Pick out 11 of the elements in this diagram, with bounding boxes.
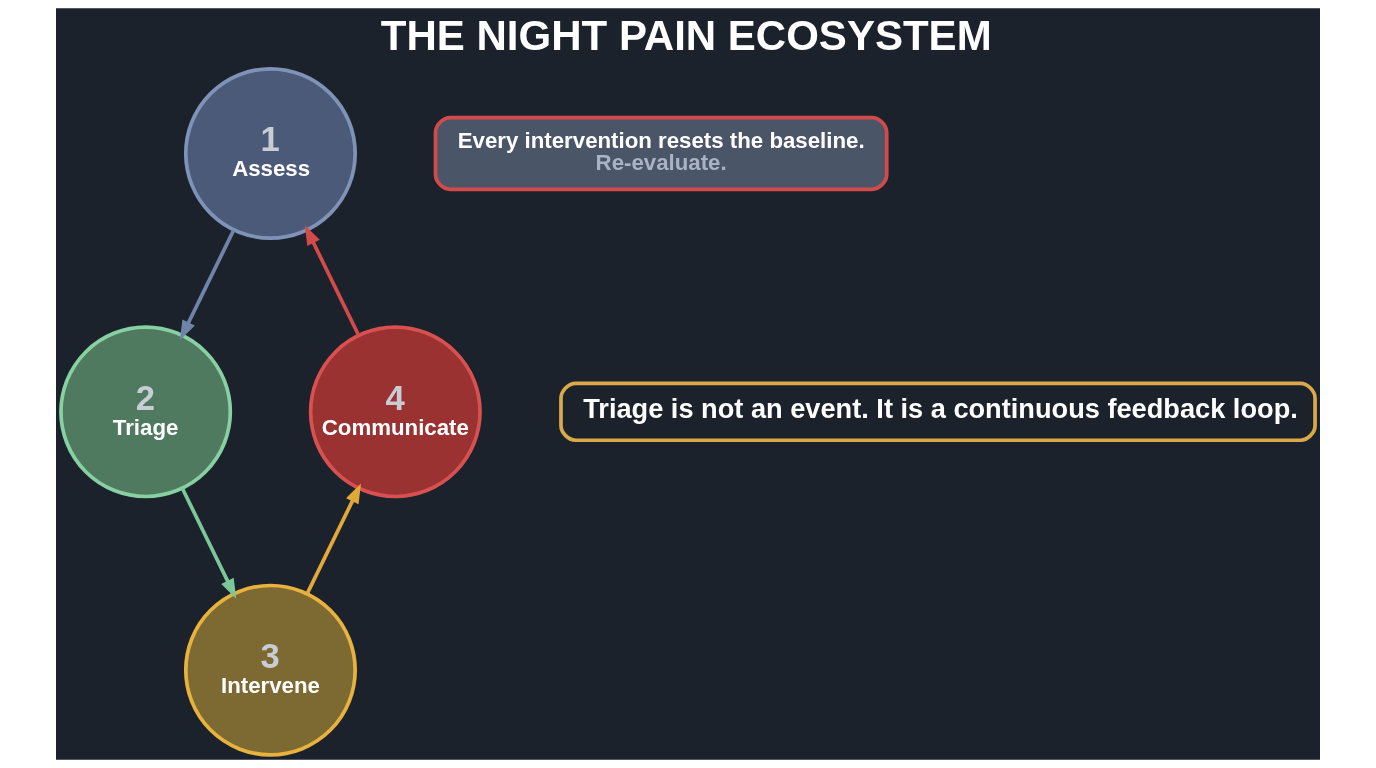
node-circle: 4 Communicate	[308, 325, 482, 499]
arrow	[179, 229, 236, 341]
arrow	[180, 487, 237, 599]
diagram-title: THE NIGHT PAIN ECOSYSTEM	[380, 12, 992, 60]
node-circle: 2 Triage	[59, 325, 233, 499]
arrow	[305, 483, 361, 595]
node-circle: 3 Intervene	[183, 583, 357, 757]
node-circle: 1 Assess	[183, 66, 357, 240]
arrow	[304, 225, 361, 337]
node-box: Every intervention resets the baseline. Re-evaluate.	[433, 115, 889, 192]
node-box: Triage is not an event. It is a continuous feedback loop.	[559, 381, 1317, 443]
